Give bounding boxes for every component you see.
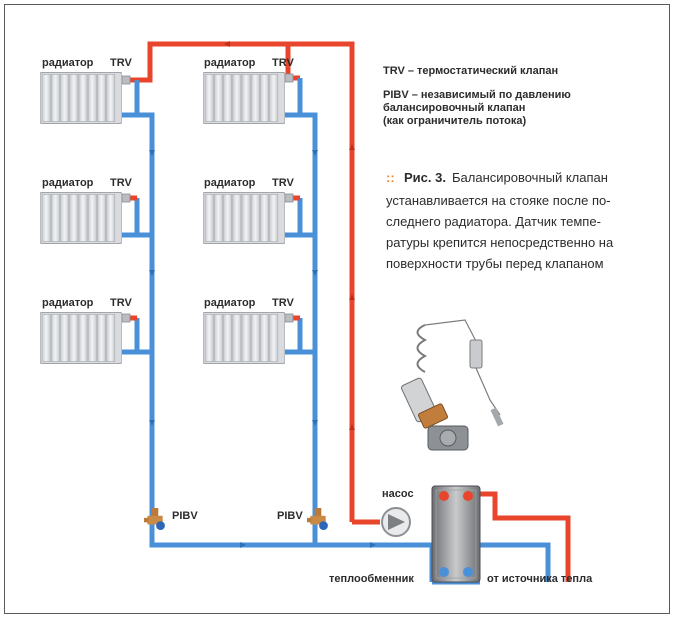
trv-label: TRV — [110, 57, 132, 69]
radiator-label: радиатор — [204, 57, 256, 69]
balancing-valve-with-sensor-icon — [401, 319, 504, 451]
legend-pibv-1: PIBV – независимый по давлению — [383, 89, 571, 101]
trv-label: TRV — [272, 297, 294, 309]
radiator-label: радиатор — [42, 177, 94, 189]
legend-trv: TRV – термостатический клапан — [383, 65, 558, 77]
radiator-left-2 — [40, 192, 122, 244]
legend-pibv-3: (как ограничитель потока) — [383, 115, 527, 127]
legend: TRV – термостатический клапан PIBV – нез… — [383, 65, 571, 127]
heat-source-label: от источника тепла — [487, 573, 593, 585]
radiator-label: радиатор — [42, 297, 94, 309]
figure-caption: :: Рис. 3. Балансировочный клапан устана… — [386, 170, 614, 271]
caption-marker: :: — [386, 170, 395, 185]
trv-label: TRV — [110, 177, 132, 189]
radiator-label: радиатор — [204, 297, 256, 309]
radiator-right-3 — [203, 312, 285, 364]
radiator-right-1 — [203, 72, 285, 124]
trv-label: TRV — [272, 177, 294, 189]
pump — [381, 507, 411, 537]
pibv-label: PIBV — [172, 510, 198, 522]
caption-line-2: устанавливается на стояке после по- — [386, 193, 611, 208]
heat-exchanger — [431, 485, 481, 583]
legend-pibv-2: балансировочный клапан — [383, 102, 525, 114]
radiator-label: радиатор — [204, 177, 256, 189]
radiator-left-3 — [40, 312, 122, 364]
radiators — [40, 72, 285, 364]
heat-exchanger-label: теплообменник — [329, 573, 414, 585]
trv-label: TRV — [272, 57, 294, 69]
trv-label: TRV — [110, 297, 132, 309]
pump-label: насос — [382, 488, 414, 500]
caption-line-4: ратуры крепится непосредственно на — [386, 235, 614, 250]
caption-line-1: Балансировочный клапан — [452, 170, 608, 185]
caption-line-3: следнего радиатора. Датчик темпе- — [386, 214, 601, 229]
pibv-label: PIBV — [277, 510, 303, 522]
radiator-left-1 — [40, 72, 122, 124]
return-pipes — [115, 78, 551, 585]
radiator-label: радиатор — [42, 57, 94, 69]
trv-valves — [121, 73, 294, 323]
radiator-right-2 — [203, 192, 285, 244]
caption-title: Рис. 3. — [404, 170, 446, 185]
caption-line-5: поверхности трубы перед клапаном — [386, 256, 604, 271]
flow-arrows — [149, 150, 376, 548]
